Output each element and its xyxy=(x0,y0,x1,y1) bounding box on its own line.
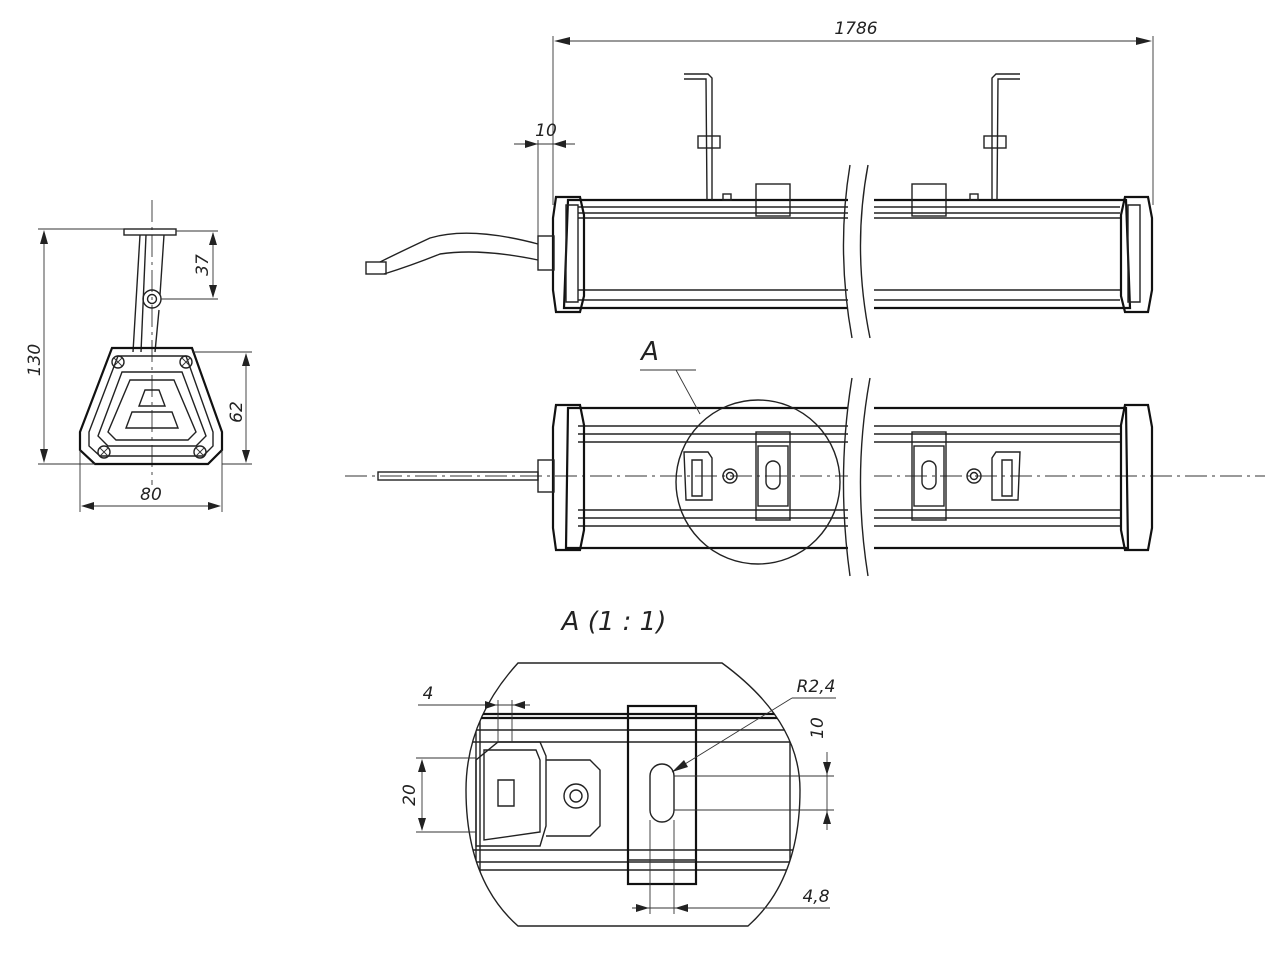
dim-clip-width-label: 4 xyxy=(423,684,434,704)
dim-radius-label: R2,4 xyxy=(797,677,836,697)
dim-slot-offset-label: 10 xyxy=(808,717,828,739)
dim-body-height-label: 62 xyxy=(227,401,247,423)
detail-callout-label: A xyxy=(639,337,659,367)
side-view: 1786 10 xyxy=(365,19,1154,340)
dim-offset-label: 10 xyxy=(535,121,557,141)
detail-callout-circle xyxy=(675,399,841,565)
dim-length-label: 1786 xyxy=(834,19,877,39)
slot-icon xyxy=(649,763,675,823)
dim-bracket-label: 37 xyxy=(193,254,213,276)
detail-title: A (1 : 1) xyxy=(560,607,667,637)
end-view: 130 37 62 80 xyxy=(25,200,252,512)
dim-slot-width-label: 4,8 xyxy=(802,887,829,907)
end-view-body xyxy=(78,346,224,466)
dim-width-label: 80 xyxy=(140,485,162,505)
screw-icon xyxy=(97,355,207,459)
detail-view: A (1 : 1) 4 xyxy=(400,607,836,927)
top-view: A xyxy=(345,337,1265,577)
dim-clip-height-label: 20 xyxy=(400,784,420,806)
dim-height-label: 130 xyxy=(25,344,45,376)
